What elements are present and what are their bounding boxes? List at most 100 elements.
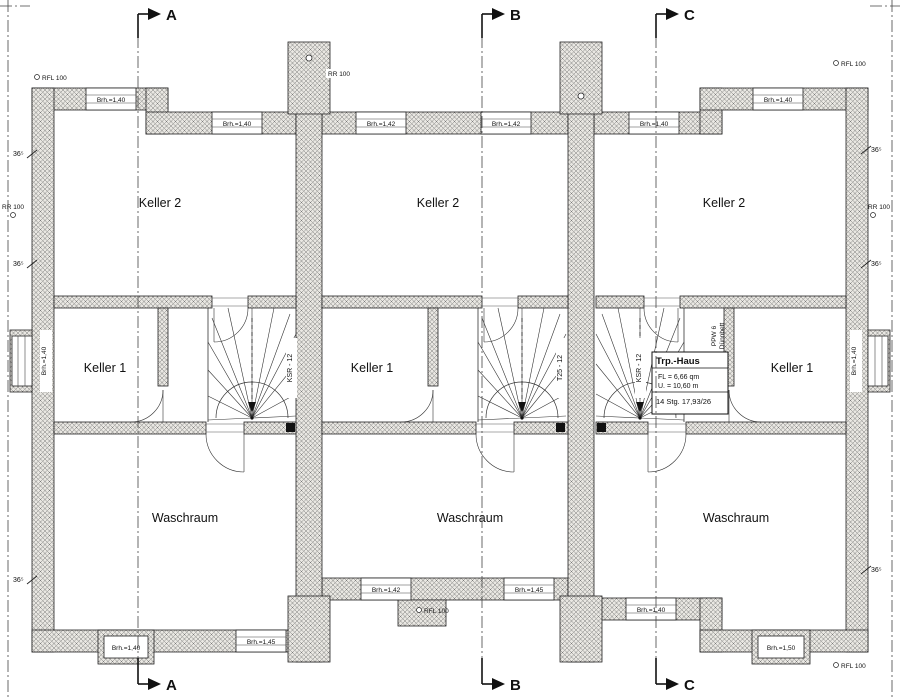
rr-label-party-top: RR 100 bbox=[328, 71, 350, 78]
section-letter-b-top: B bbox=[510, 7, 521, 24]
rr-mark bbox=[870, 212, 876, 218]
window-label: Brh.=1,50 bbox=[767, 645, 796, 652]
section-marker-b-top bbox=[481, 13, 492, 38]
stair-codes: KSR - 12 T25 - 12 KSR - 12 PPW 6 Dünnbet… bbox=[286, 323, 726, 398]
stair-box-area: FL = 6,66 qm bbox=[658, 374, 699, 381]
section-arrow-icon bbox=[492, 8, 505, 20]
room-label-waschraum-u1: Waschraum bbox=[152, 511, 218, 525]
window bbox=[103, 635, 149, 659]
window bbox=[867, 335, 889, 387]
wall bbox=[321, 421, 477, 435]
section-marker-b-bottom bbox=[481, 658, 492, 685]
ppw-label-line2: Dünnbett bbox=[719, 323, 726, 350]
window bbox=[757, 635, 805, 659]
window-label: Brh.=1,40 bbox=[223, 121, 252, 128]
stair-unit-1 bbox=[130, 297, 297, 473]
rr-label-right: RR 100 bbox=[868, 204, 890, 211]
section-arrow-icon bbox=[666, 8, 679, 20]
window-label-right: Brh.=1,40 bbox=[851, 346, 858, 375]
wall bbox=[247, 295, 297, 309]
window-label: Brh.=1,40 bbox=[112, 645, 141, 652]
window-label-left: Brh.=1,40 bbox=[41, 346, 48, 375]
label-bg bbox=[286, 338, 297, 398]
dim-365: 36⁵ bbox=[13, 261, 24, 268]
stair-box-circumference: U. = 10,60 m bbox=[658, 383, 698, 390]
rfl-label-top-right: RFL 100 bbox=[841, 61, 866, 68]
section-arrow-icon bbox=[492, 678, 505, 690]
wall bbox=[595, 421, 649, 435]
window-label: Brh.=1,42 bbox=[372, 587, 401, 594]
rfl-mark bbox=[34, 74, 40, 80]
rfl-label-bottom-right: RFL 100 bbox=[841, 663, 866, 670]
chimney-block bbox=[287, 41, 331, 115]
cleanout-mark bbox=[305, 54, 313, 62]
room-label-waschraum-u3: Waschraum bbox=[703, 511, 769, 525]
wall bbox=[513, 421, 569, 435]
chimney-block bbox=[559, 595, 603, 663]
section-letter-a-top: A bbox=[166, 7, 177, 24]
rfl-mark bbox=[416, 607, 422, 613]
section-marker-c-top bbox=[655, 13, 666, 38]
room-label-keller2-u2: Keller 2 bbox=[417, 196, 459, 210]
label-bg bbox=[635, 338, 646, 398]
label-bg bbox=[556, 338, 567, 398]
wall bbox=[321, 295, 483, 309]
room-label-keller1-u3: Keller 1 bbox=[771, 361, 813, 375]
window-label: Brh.=1,40 bbox=[764, 97, 793, 104]
chimney-block bbox=[559, 41, 603, 115]
ppw-label-line1: PPW 6 bbox=[711, 326, 718, 347]
section-arrow-icon bbox=[148, 8, 161, 20]
window-label: Brh.=1,42 bbox=[492, 121, 521, 128]
section-arrow-icon bbox=[666, 678, 679, 690]
window-label: Brh.=1,40 bbox=[97, 97, 126, 104]
wall bbox=[243, 421, 297, 435]
section-marker-a-top bbox=[137, 13, 148, 38]
rfl-label-top-left: RFL 100 bbox=[42, 75, 67, 82]
stair-unit-2 bbox=[400, 297, 567, 473]
window-label: Brh.=1,45 bbox=[515, 587, 544, 594]
room-label-keller2-u1: Keller 2 bbox=[139, 196, 181, 210]
label-bg bbox=[326, 69, 353, 78]
dim-365: 36⁵ bbox=[871, 567, 882, 574]
window-label: Brh.=1,45 bbox=[247, 639, 276, 646]
stair-box-title: Trp.-Haus bbox=[656, 356, 700, 367]
label-bg bbox=[850, 330, 862, 392]
edge-marks: RFL 100 RFL 100 RFL 100 RFL 100 RR 100 R… bbox=[2, 60, 890, 670]
room-label-keller2-u3: Keller 2 bbox=[703, 196, 745, 210]
windows bbox=[11, 54, 889, 659]
section-marker-c-bottom bbox=[655, 658, 666, 685]
dim-365: 36⁵ bbox=[13, 151, 24, 158]
section-letter-b-bottom: B bbox=[510, 677, 521, 694]
room-labels: Keller 2 Keller 2 Keller 2 Keller 1 Kell… bbox=[84, 196, 813, 525]
window-labels: Brh.=1,40 Brh.=1,40 Brh.=1,42 Brh.=1,42 … bbox=[40, 97, 862, 652]
wall bbox=[685, 421, 847, 435]
room-label-keller1-u1: Keller 1 bbox=[84, 361, 126, 375]
stair-info-box: Trp.-Haus FL = 6,66 qm U. = 10,60 m 14 S… bbox=[651, 351, 729, 415]
rfl-label-bottom-center: RFL 100 bbox=[424, 608, 449, 615]
stair-box-steps: 14 Stg. 17,93/26 bbox=[656, 397, 711, 406]
vent-block bbox=[397, 599, 447, 627]
wall bbox=[53, 295, 213, 309]
section-markers: A B C A B C bbox=[137, 7, 695, 694]
wall bbox=[517, 295, 569, 309]
rr-mark bbox=[10, 212, 16, 218]
window-label: Brh.=1,42 bbox=[367, 121, 396, 128]
room-label-keller1-u2: Keller 1 bbox=[351, 361, 393, 375]
party-wall bbox=[567, 109, 595, 663]
cleanout-mark bbox=[577, 92, 585, 100]
dim-365: 36⁵ bbox=[871, 261, 882, 268]
dim-ticks bbox=[26, 145, 872, 585]
stair-code-2: T25 - 12 bbox=[557, 355, 564, 381]
section-letter-c-bottom: C bbox=[684, 677, 695, 694]
stair-code-1: KSR - 12 bbox=[287, 354, 294, 383]
wall bbox=[679, 295, 847, 309]
room-label-waschraum-u2: Waschraum bbox=[437, 511, 503, 525]
section-letter-c-top: C bbox=[684, 7, 695, 24]
dim-365: 36⁵ bbox=[871, 147, 882, 154]
window-label: Brh.=1,40 bbox=[637, 607, 666, 614]
stair-code-3: KSR - 12 bbox=[636, 354, 643, 383]
walls bbox=[9, 41, 891, 665]
